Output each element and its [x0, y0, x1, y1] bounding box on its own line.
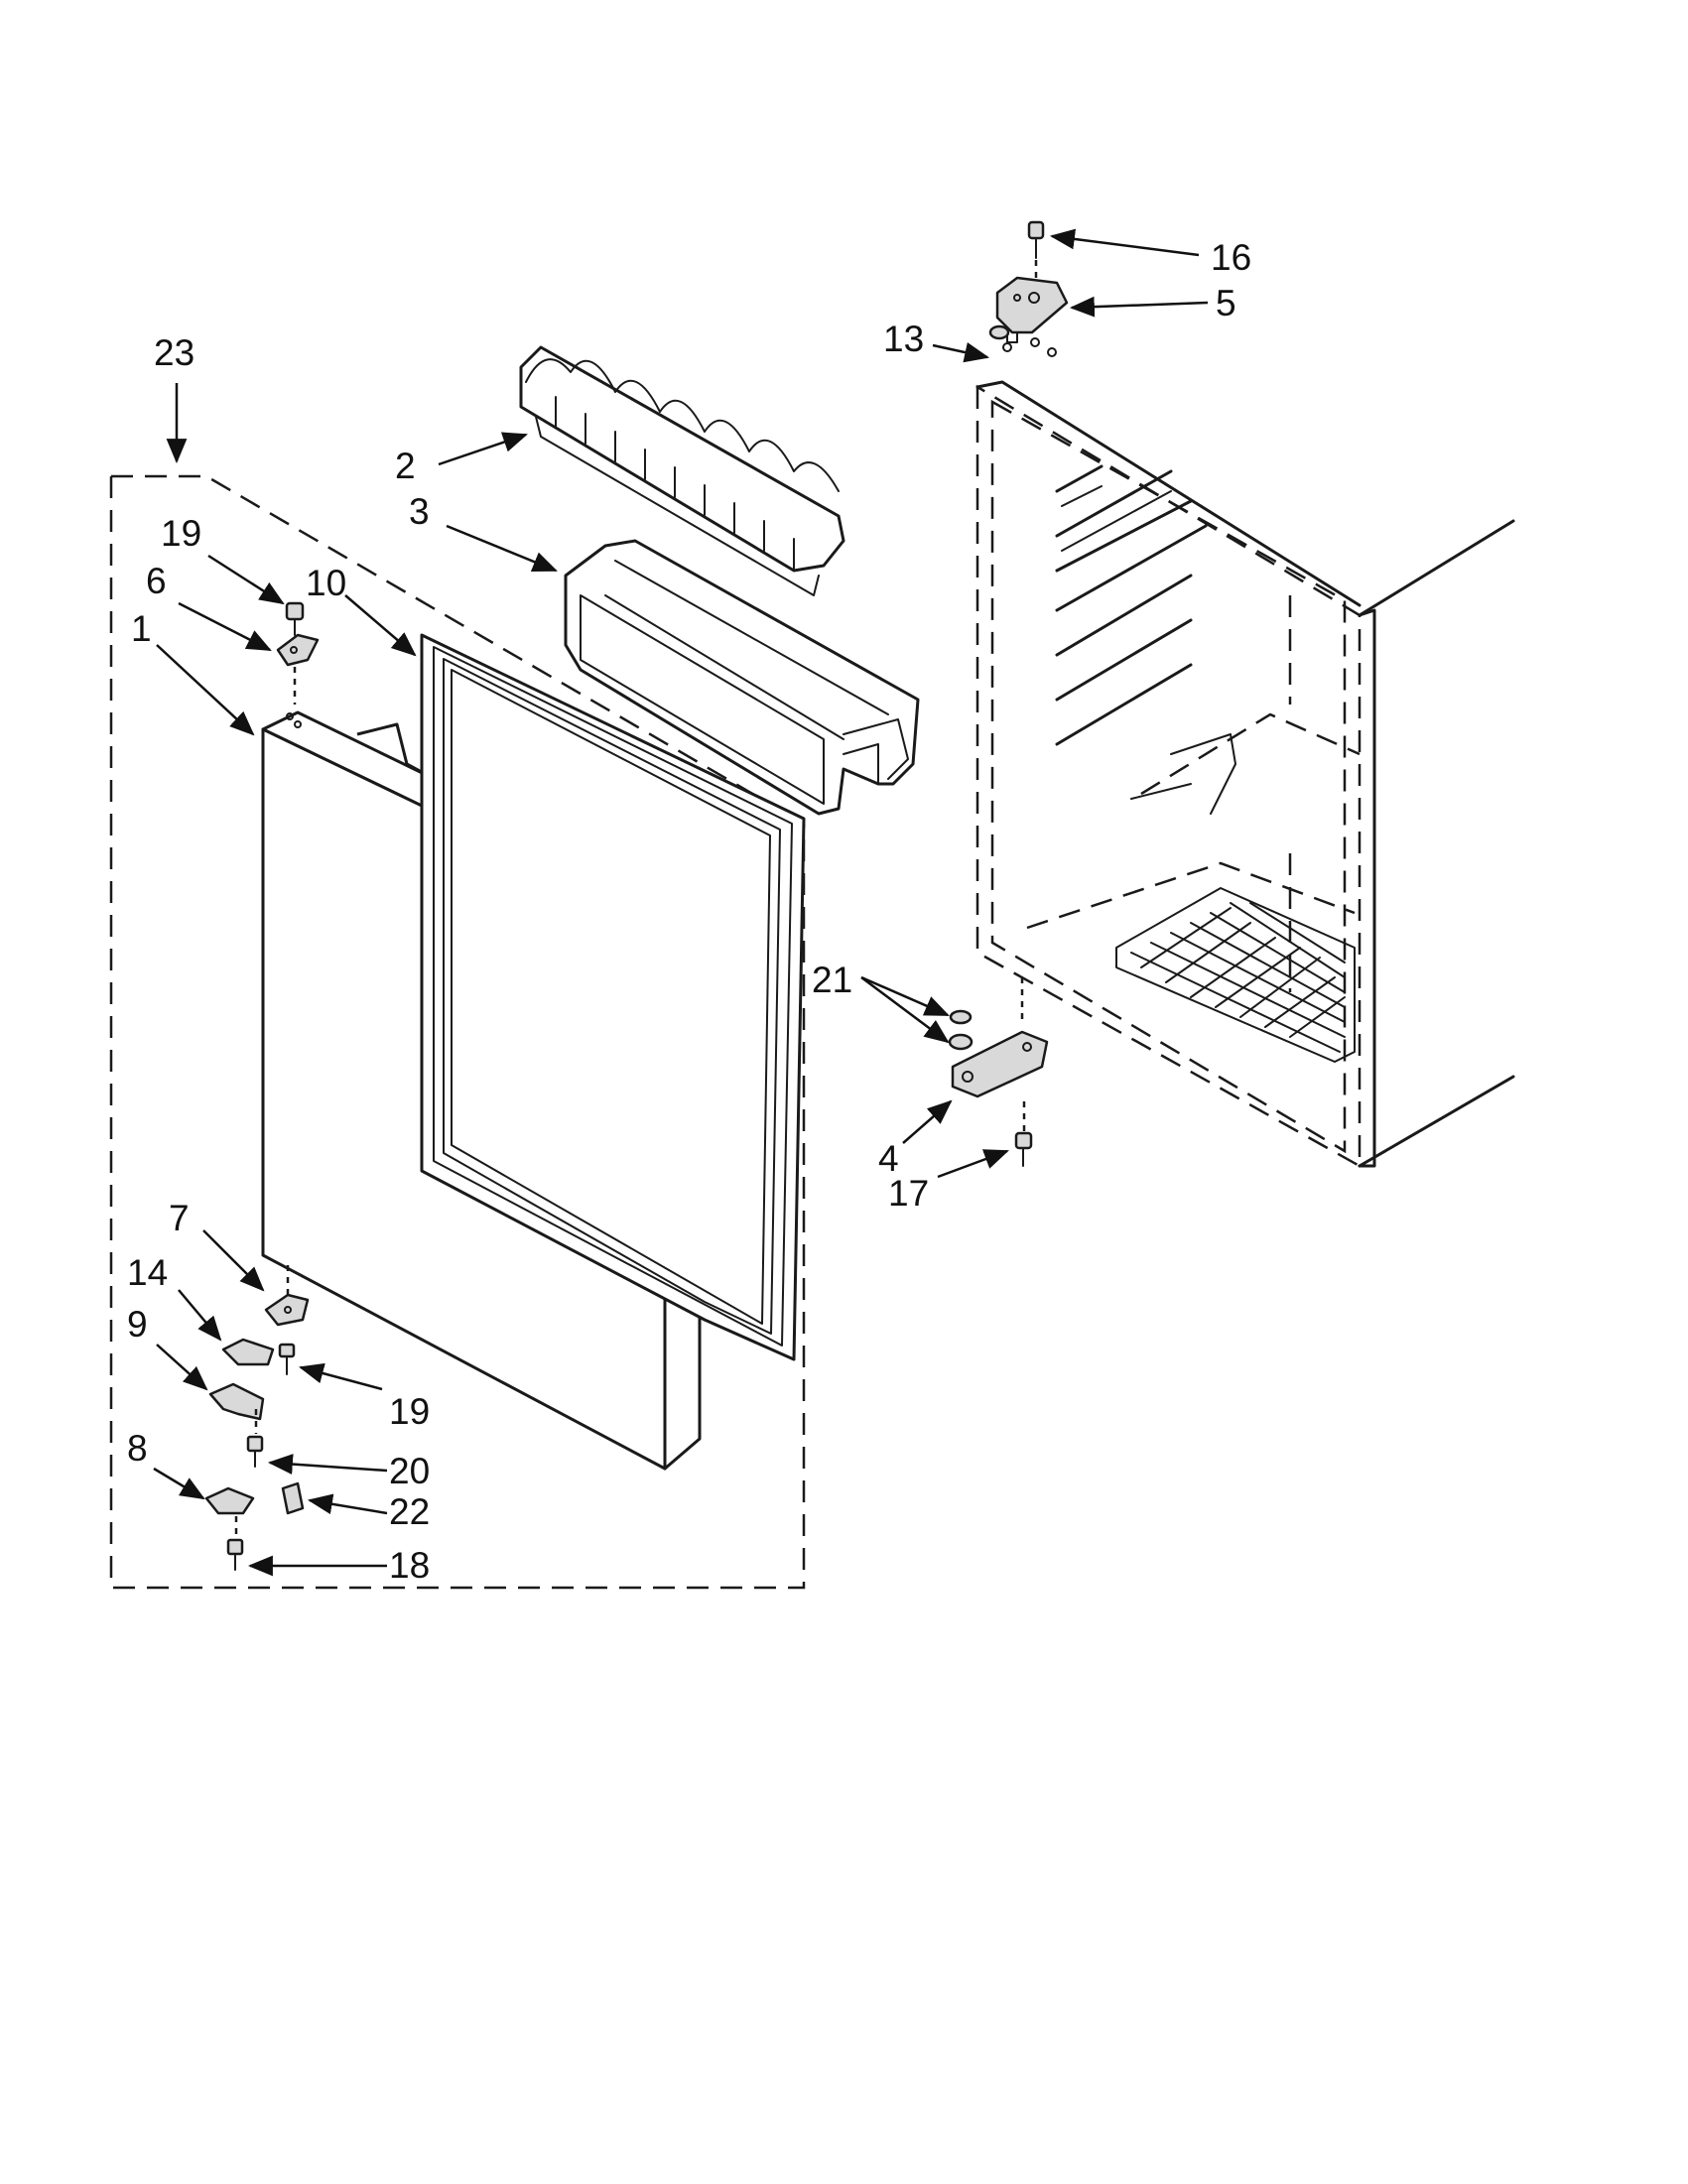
callout-3: 3	[409, 491, 430, 532]
callout-21: 21	[812, 960, 852, 1000]
callout-10: 10	[306, 563, 346, 603]
callout-4: 4	[878, 1138, 899, 1179]
callout-19-bottom: 19	[389, 1391, 430, 1432]
door-top-hinge-parts	[276, 601, 320, 705]
callout-7: 7	[169, 1198, 190, 1238]
callout-13: 13	[883, 319, 924, 359]
callout-6: 6	[146, 561, 167, 601]
callout-20: 20	[389, 1451, 430, 1491]
callout-labels: 23 2 3 19 6 10 1 16 5 13 21 4 17 7 14 9 …	[127, 237, 1251, 1586]
callout-2: 2	[395, 446, 416, 486]
callout-leaders	[153, 228, 1209, 1577]
callout-18: 18	[389, 1545, 430, 1586]
callout-16: 16	[1211, 237, 1251, 278]
callout-14: 14	[127, 1252, 168, 1293]
door-assembly-boundary	[109, 474, 806, 1590]
callout-19-top: 19	[161, 513, 201, 554]
door-shelf-bin	[564, 539, 920, 816]
door-bottom-parts	[204, 1265, 310, 1571]
callout-17: 17	[888, 1173, 929, 1214]
egg-tray	[519, 345, 845, 596]
callout-9: 9	[127, 1304, 148, 1345]
callout-1: 1	[131, 608, 152, 649]
callout-8: 8	[127, 1428, 148, 1469]
top-hinge-parts	[988, 220, 1069, 357]
bottom-hinge-parts	[948, 977, 1049, 1167]
cabinet-body	[975, 380, 1515, 1169]
door-gasket	[420, 633, 806, 1361]
callout-23: 23	[154, 332, 195, 373]
callout-5: 5	[1216, 283, 1236, 323]
callout-22: 22	[389, 1491, 430, 1532]
